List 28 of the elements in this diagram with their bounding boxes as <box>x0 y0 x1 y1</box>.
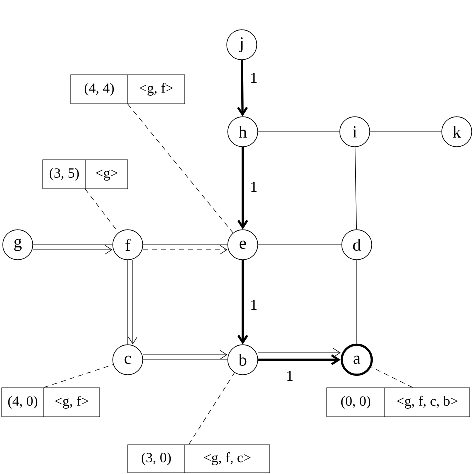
label-table: (3, 5) <g> <box>42 160 128 190</box>
arrow <box>237 60 248 117</box>
connector-line <box>33 244 113 246</box>
leader-line <box>188 372 236 445</box>
leader-line <box>128 104 234 234</box>
leader-line <box>371 366 414 388</box>
arrow <box>143 245 228 255</box>
arrow <box>258 354 341 366</box>
edge-label: 1 <box>285 370 295 382</box>
arrow <box>143 350 228 360</box>
label-table: (4, 4) <g, f> <box>70 74 186 104</box>
leader-line <box>44 364 114 388</box>
arrow <box>238 147 248 230</box>
label-table: (4, 0) <g, f> <box>2 388 100 418</box>
connector-line <box>258 244 342 246</box>
arrow <box>258 348 341 358</box>
edge-label: 1 <box>249 72 259 84</box>
arrow <box>128 260 138 345</box>
connector-line <box>143 244 228 246</box>
connector-line <box>356 260 358 344</box>
edge-label: 1 <box>249 181 259 193</box>
arrow <box>238 260 248 345</box>
arrow <box>33 245 113 255</box>
edge-label: 1 <box>249 299 259 311</box>
connector-line <box>354 147 358 230</box>
label-table: (3, 0) <g, f, c> <box>128 444 270 474</box>
label-table: (0, 0) <g, f, c, b> <box>326 388 470 418</box>
leader-line <box>85 189 119 234</box>
